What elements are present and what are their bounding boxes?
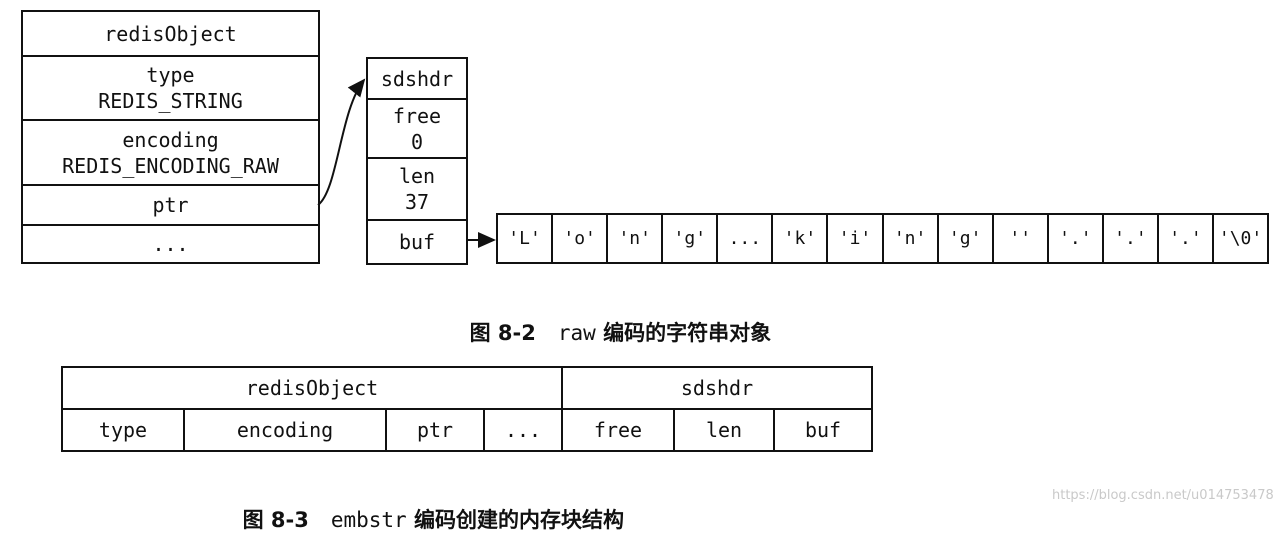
type-label: type (146, 63, 195, 87)
redis-object-ptr-cell: ptr (23, 186, 318, 226)
caption-8-2-number: 图 8-2 (469, 321, 536, 345)
redis-object-type-cell: type REDIS_STRING (23, 57, 318, 121)
len-value: 37 (404, 190, 430, 214)
buffer-cell: 'g' (663, 215, 719, 262)
sdshdr-free-cell: free 0 (368, 100, 466, 159)
ptr-label: ptr (152, 193, 189, 217)
buf-label: buf (398, 230, 436, 254)
sdshdr-title: sdshdr (368, 59, 466, 100)
figure-8-3-caption: 图 8-3 embstr 编码创建的内存块结构 (228, 480, 624, 534)
embstr-field-more: ... (485, 410, 563, 450)
embstr-field-ptr: ptr (387, 410, 485, 450)
encoding-label: encoding (122, 127, 219, 152)
len-label: len (398, 164, 436, 188)
embstr-field-buf: buf (804, 418, 842, 442)
embstr-redis-object-title: redisObject (245, 376, 379, 400)
redis-object-box: redisObject type REDIS_STRING encoding R… (21, 10, 320, 264)
buffer-row: 'L''o''n''g'...'k''i''n''g''''.''.''.''\… (498, 215, 1267, 262)
buffer-cell: '\0' (1218, 228, 1263, 249)
arrows-layer (317, 78, 496, 248)
embstr-redis-object-header: redisObject (63, 368, 563, 408)
buffer-cell: 'g' (939, 215, 994, 262)
buffer-cell: '.' (1159, 215, 1215, 262)
buffer-cell: '.' (1049, 215, 1104, 262)
buffer-cell: '' (994, 215, 1049, 262)
sdshdr-buf-cell: buf (368, 221, 466, 263)
buffer-cell: '.' (1104, 215, 1159, 262)
redis-object-title-text: redisObject (104, 21, 237, 46)
buffer-cell: 'i' (828, 215, 884, 262)
redis-object-encoding-cell: encoding REDIS_ENCODING_RAW (23, 121, 318, 186)
buffer-cell: 'k' (773, 215, 829, 262)
encoding-value: REDIS_ENCODING_RAW (62, 153, 279, 178)
caption-8-3-text: 编码创建的内存块结构 (414, 508, 624, 532)
embstr-field-type: type (63, 410, 185, 450)
figure-8-2-caption: 图 8-2 raw 编码的字符串对象 (455, 293, 771, 347)
buffer-cell: 'n' (608, 215, 664, 262)
embstr-field-encoding: encoding (185, 410, 387, 450)
sdshdr-len-cell: len 37 (368, 159, 466, 221)
buffer-cell: 'o' (553, 215, 609, 262)
buffer-cell: 'L' (498, 215, 554, 262)
more-label: ... (152, 232, 189, 256)
embstr-field-free: free (563, 410, 675, 450)
embstr-field-len: len (675, 410, 775, 450)
sdshdr-title-text: sdshdr (380, 66, 454, 91)
free-value: 0 (410, 129, 424, 154)
buffer-cell: 'n' (884, 215, 939, 262)
watermark-text: https://blog.csdn.net/u014753478 (1052, 488, 1274, 503)
embstr-sdshdr-header: sdshdr (563, 368, 871, 408)
redis-object-title: redisObject (23, 12, 318, 57)
type-value: REDIS_STRING (98, 89, 243, 113)
embstr-header-row: redisObject sdshdr (63, 368, 871, 410)
caption-8-3-code: embstr (330, 508, 407, 532)
redis-object-more-cell: ... (23, 226, 318, 262)
free-label: free (392, 103, 442, 128)
buffer-cell: ... (718, 215, 774, 262)
embstr-sdshdr-title: sdshdr (680, 376, 754, 400)
buffer-array: 'L''o''n''g'...'k''i''n''g''''.''.''.''\… (496, 213, 1269, 264)
caption-8-2-code: raw (557, 321, 596, 345)
caption-8-2-text: 编码的字符串对象 (603, 321, 772, 345)
sdshdr-box: sdshdr free 0 len 37 buf (366, 57, 468, 265)
ptr-to-sdshdr-arrow (317, 78, 366, 206)
caption-8-3-number: 图 8-3 (242, 508, 309, 532)
